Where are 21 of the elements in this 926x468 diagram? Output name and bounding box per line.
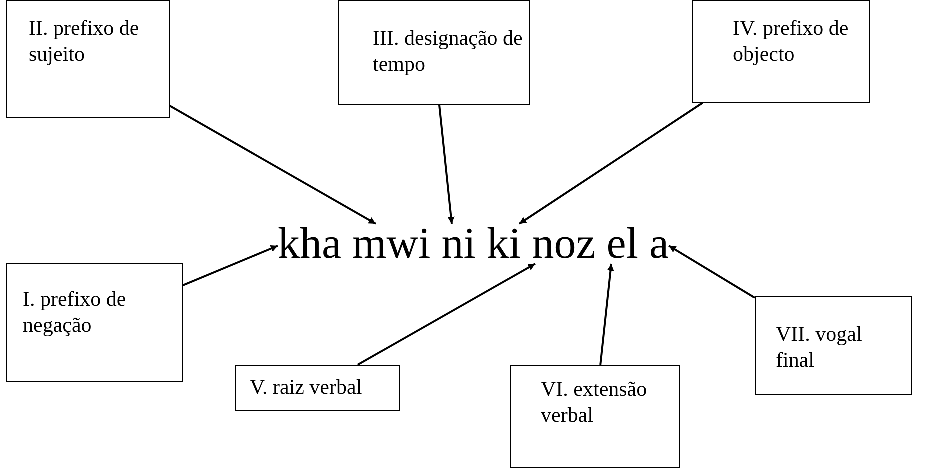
callout-box: I. prefixo de negação <box>6 263 183 382</box>
arrow <box>170 105 376 225</box>
arrow <box>357 263 536 366</box>
callout-box: III. designação de tempo <box>338 0 530 105</box>
arrow <box>668 245 756 299</box>
callout-box: IV. prefixo de objecto <box>692 0 870 103</box>
arrow <box>182 245 278 287</box>
morpheme-text: noz <box>532 224 596 264</box>
callout-box: II. prefixo de sujeito <box>6 0 170 118</box>
arrow <box>438 104 455 224</box>
morpheme-text: ki <box>487 224 522 264</box>
callout-box: VII. vogal final <box>755 296 912 395</box>
morpheme-text: el <box>606 224 639 264</box>
morpheme-text: kha <box>278 224 342 264</box>
callout-box: V. raiz verbal <box>235 365 400 411</box>
morpheme-text: a <box>650 224 670 264</box>
morpheme-text: ni <box>442 224 476 264</box>
callout-box: VI. extensão verbal <box>510 365 680 468</box>
morpheme-text: mwi <box>352 224 431 264</box>
arrow <box>518 102 704 225</box>
arrow <box>600 264 614 366</box>
